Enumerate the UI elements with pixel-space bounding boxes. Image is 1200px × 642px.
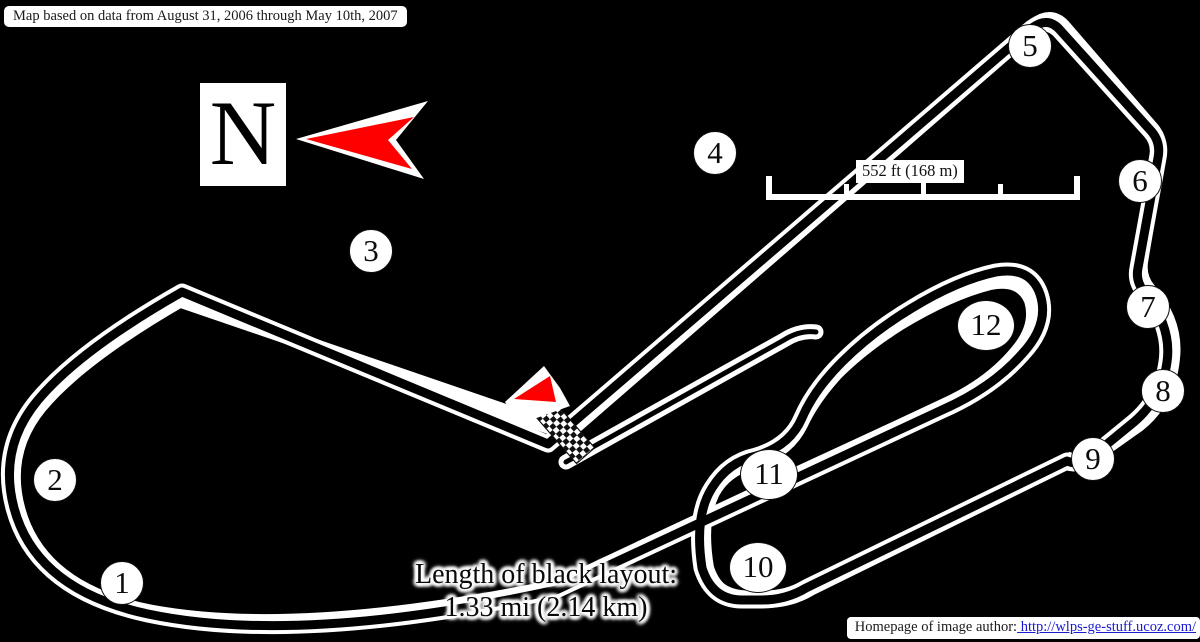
- attribution-caption: Homepage of image author: http://wlps-ge…: [846, 617, 1200, 639]
- scale-bar-label: 552 ft (168 m): [856, 160, 964, 183]
- map-source-caption: Map based on data from August 31, 2006 t…: [4, 6, 407, 27]
- turn-marker-4: 4: [693, 131, 737, 175]
- turn-marker-3: 3: [349, 229, 393, 273]
- track-length-line-2: 1.33 mi (2.14 km): [444, 592, 648, 623]
- compass-arrow-icon: [296, 101, 428, 179]
- outer-circuit-path: [562, 12, 1181, 608]
- track-length-line-1: Length of black layout:: [414, 559, 678, 590]
- direction-arrow: [505, 366, 570, 424]
- turn-marker-10: 10: [729, 542, 787, 593]
- turn-marker-11: 11: [740, 449, 798, 500]
- track-length-label: Length of black layout: 1.33 mi (2.14 km…: [396, 558, 696, 624]
- author-homepage-link[interactable]: http://wlps-ge-stuff.ucoz.com/: [1017, 619, 1196, 635]
- compass-rose: N: [200, 83, 430, 193]
- turn-marker-2: 2: [33, 458, 77, 502]
- turn-marker-12: 12: [957, 300, 1015, 351]
- attribution-prefix: Homepage of image author:: [854, 619, 1018, 635]
- turn-marker-8: 8: [1141, 369, 1185, 413]
- turn-marker-9: 9: [1071, 437, 1115, 481]
- inner-parallel-lane: [558, 324, 824, 470]
- scale-bar: [766, 176, 1080, 200]
- turn-marker-6: 6: [1118, 159, 1162, 203]
- black-layout-line: [6, 19, 1171, 629]
- turn-marker-7: 7: [1126, 285, 1170, 329]
- compass-north-letter: N: [200, 83, 286, 186]
- turn-marker-1: 1: [100, 561, 144, 605]
- turn-marker-5: 5: [1008, 24, 1052, 68]
